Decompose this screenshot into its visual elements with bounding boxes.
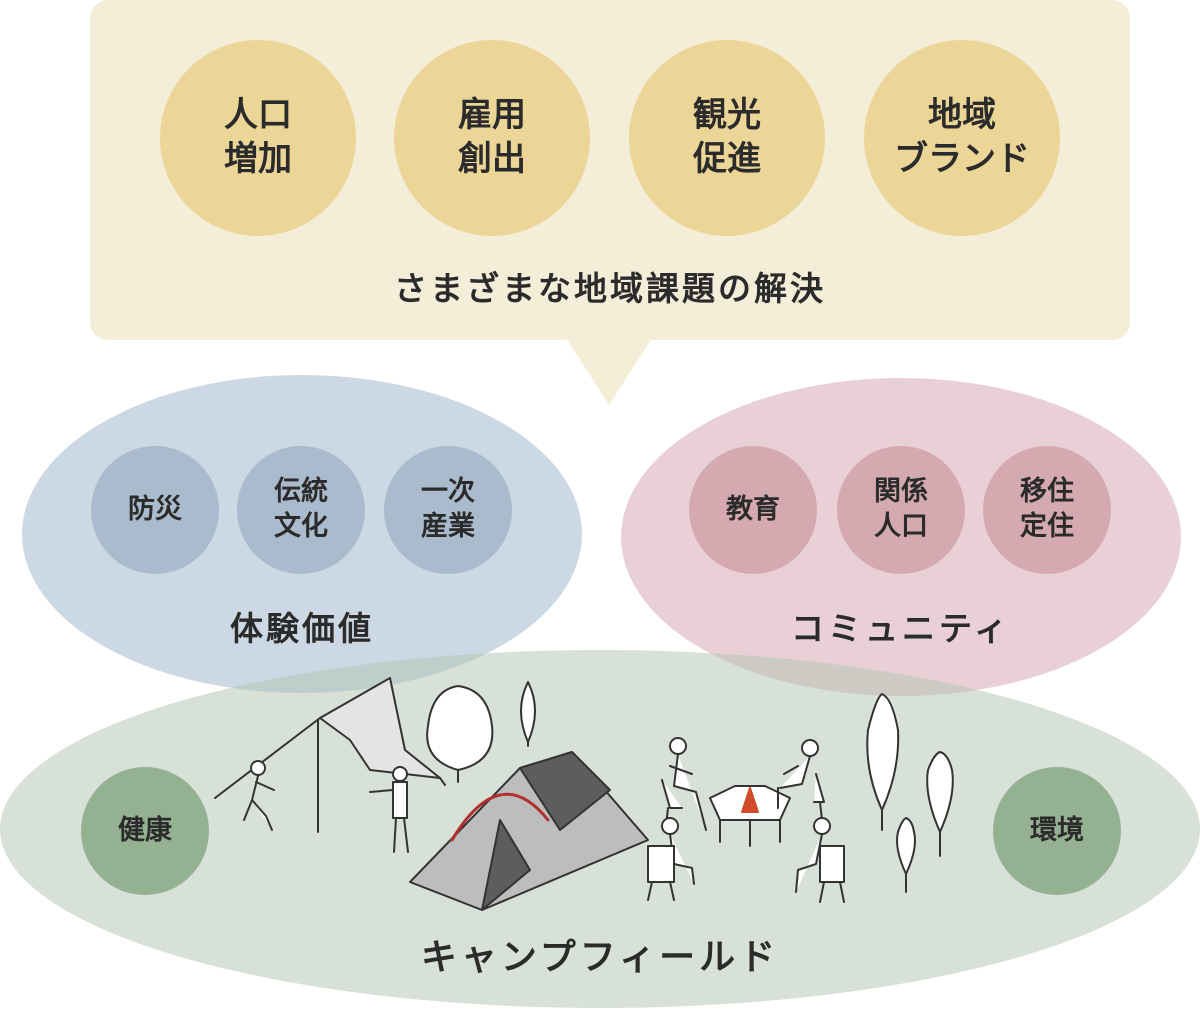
- speech-bubble-tail: [566, 338, 652, 405]
- experience-circle-primary-industry-line1: 一次: [421, 476, 475, 508]
- experience-circle-traditional-culture-line1: 伝統: [274, 476, 328, 508]
- goal-circle-regional-brand: 地域 ブランド: [864, 40, 1060, 236]
- camp-circle-health-text: 健康: [118, 814, 172, 846]
- camp-circle-environment-text: 環境: [1030, 814, 1084, 846]
- camp-field-label: キャンプフィールド: [420, 937, 780, 978]
- goal-circle-population-line2: 増加: [224, 139, 292, 179]
- tent-icon: [409, 751, 649, 911]
- community-circle-relocation-line1: 移住: [1020, 476, 1074, 508]
- experience-circle-traditional-culture: 伝統 文化: [237, 446, 365, 574]
- goal-circle-tourism: 観光 促進: [629, 40, 825, 236]
- goal-circle-tourism-line2: 促進: [693, 139, 761, 179]
- goal-circle-population: 人口 増加: [160, 40, 356, 236]
- camp-circle-health: 健康: [81, 767, 209, 895]
- community-circle-relocation: 移住 定住: [983, 446, 1111, 574]
- person-figure-tarp: [369, 766, 409, 853]
- experience-circle-primary-industry-line2: 産業: [421, 511, 475, 542]
- person-figure-camp-3: [647, 817, 695, 901]
- goal-circle-regional-brand-line1: 地域: [928, 95, 996, 136]
- community-label: コミュニティ: [790, 609, 1012, 648]
- tarp-icon: [214, 677, 446, 833]
- person-figure-camp-1: [661, 737, 707, 831]
- community-circle-related-population-line2: 人口: [874, 511, 928, 542]
- community-circle-related-population: 関係 人口: [837, 446, 965, 574]
- community-circle-relocation-line2: 定住: [1020, 511, 1074, 542]
- experience-circle-disaster-prevention: 防災: [91, 446, 219, 574]
- goals-label: さまざまな地域課題の解決: [394, 269, 826, 308]
- goal-circle-employment-line1: 雇用: [458, 95, 526, 136]
- person-figure-camp-4: [795, 817, 845, 903]
- person-figure-left: [243, 760, 275, 831]
- goal-circle-regional-brand-line2: ブランド: [894, 139, 1030, 179]
- camping-scene-illustration: [214, 677, 954, 911]
- experience-value-label: 体験価値: [230, 609, 374, 648]
- person-figure-camp-2: [777, 739, 825, 821]
- community-circle-related-population-line1: 関係: [874, 476, 928, 508]
- experience-circle-traditional-culture-line2: 文化: [274, 511, 328, 542]
- community-circle-education-line1: 教育: [726, 493, 780, 525]
- goal-circle-employment: 雇用 創出: [394, 40, 590, 236]
- camp-circle-environment: 環境: [993, 767, 1121, 895]
- campfire-icon: [709, 785, 791, 847]
- goal-circle-employment-line2: 創出: [458, 139, 526, 179]
- tree-icon: [426, 681, 954, 893]
- community-circle-education: 教育: [689, 446, 817, 574]
- goal-circle-population-line1: 人口: [224, 95, 292, 136]
- experience-circle-disaster-prevention-line1: 防災: [128, 493, 182, 525]
- goal-circle-tourism-line1: 観光: [693, 95, 761, 136]
- experience-circle-primary-industry: 一次 産業: [384, 446, 512, 574]
